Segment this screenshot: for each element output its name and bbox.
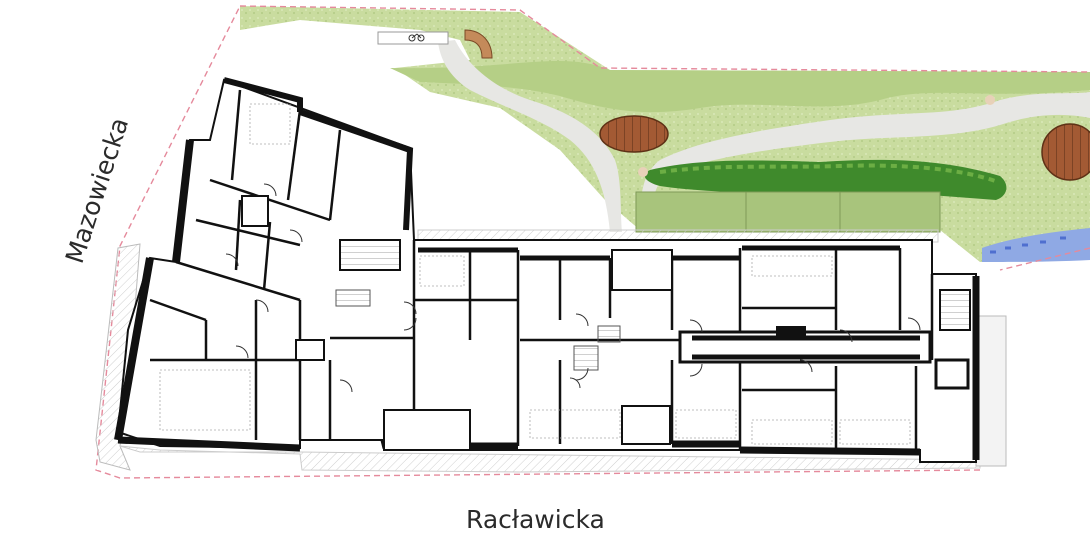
interior-walls [149, 89, 934, 452]
garden [240, 6, 1090, 262]
corridor-shaft [776, 326, 806, 336]
building [114, 77, 980, 463]
light-court [621, 405, 671, 445]
exterior-wall-west [114, 139, 194, 441]
stair-icon [573, 345, 599, 371]
wooden-deck-oval [599, 115, 669, 153]
elevator [241, 195, 269, 227]
exterior-wall-north-main [418, 245, 900, 261]
lawn-plot-3 [839, 191, 941, 233]
bicycle-icon [408, 33, 425, 42]
door-swing-icon [225, 183, 921, 393]
hedge-highlight [659, 163, 999, 184]
hedge-row [644, 159, 1007, 200]
light-court [611, 249, 673, 291]
sidewalk-south [119, 445, 981, 473]
lawn-plot-2 [745, 191, 841, 233]
bike-rack [377, 31, 449, 45]
planter [985, 95, 995, 105]
stair-icon [339, 239, 401, 271]
wooden-deck-oval-east [1041, 123, 1090, 181]
light-court [383, 409, 471, 451]
elevator [934, 358, 970, 390]
street-label-raclawicka: Racławicka [466, 505, 605, 534]
stair-icon [597, 325, 621, 343]
lawn-upper-strip [390, 61, 1090, 113]
sidewalk-east [975, 315, 1007, 467]
sidewalk-west [95, 243, 141, 471]
stair-icon [939, 289, 971, 331]
plot-boundary [95, 5, 1090, 479]
stair-icon [335, 289, 371, 307]
lawn-plot-1 [635, 191, 747, 233]
garden-path [438, 40, 1090, 232]
elevator [295, 339, 325, 361]
flower-bed-dots [990, 236, 1066, 254]
fixtures [159, 103, 911, 445]
planter [638, 167, 648, 177]
exterior-wall-north-wing [223, 77, 414, 231]
curved-steps [464, 29, 493, 59]
